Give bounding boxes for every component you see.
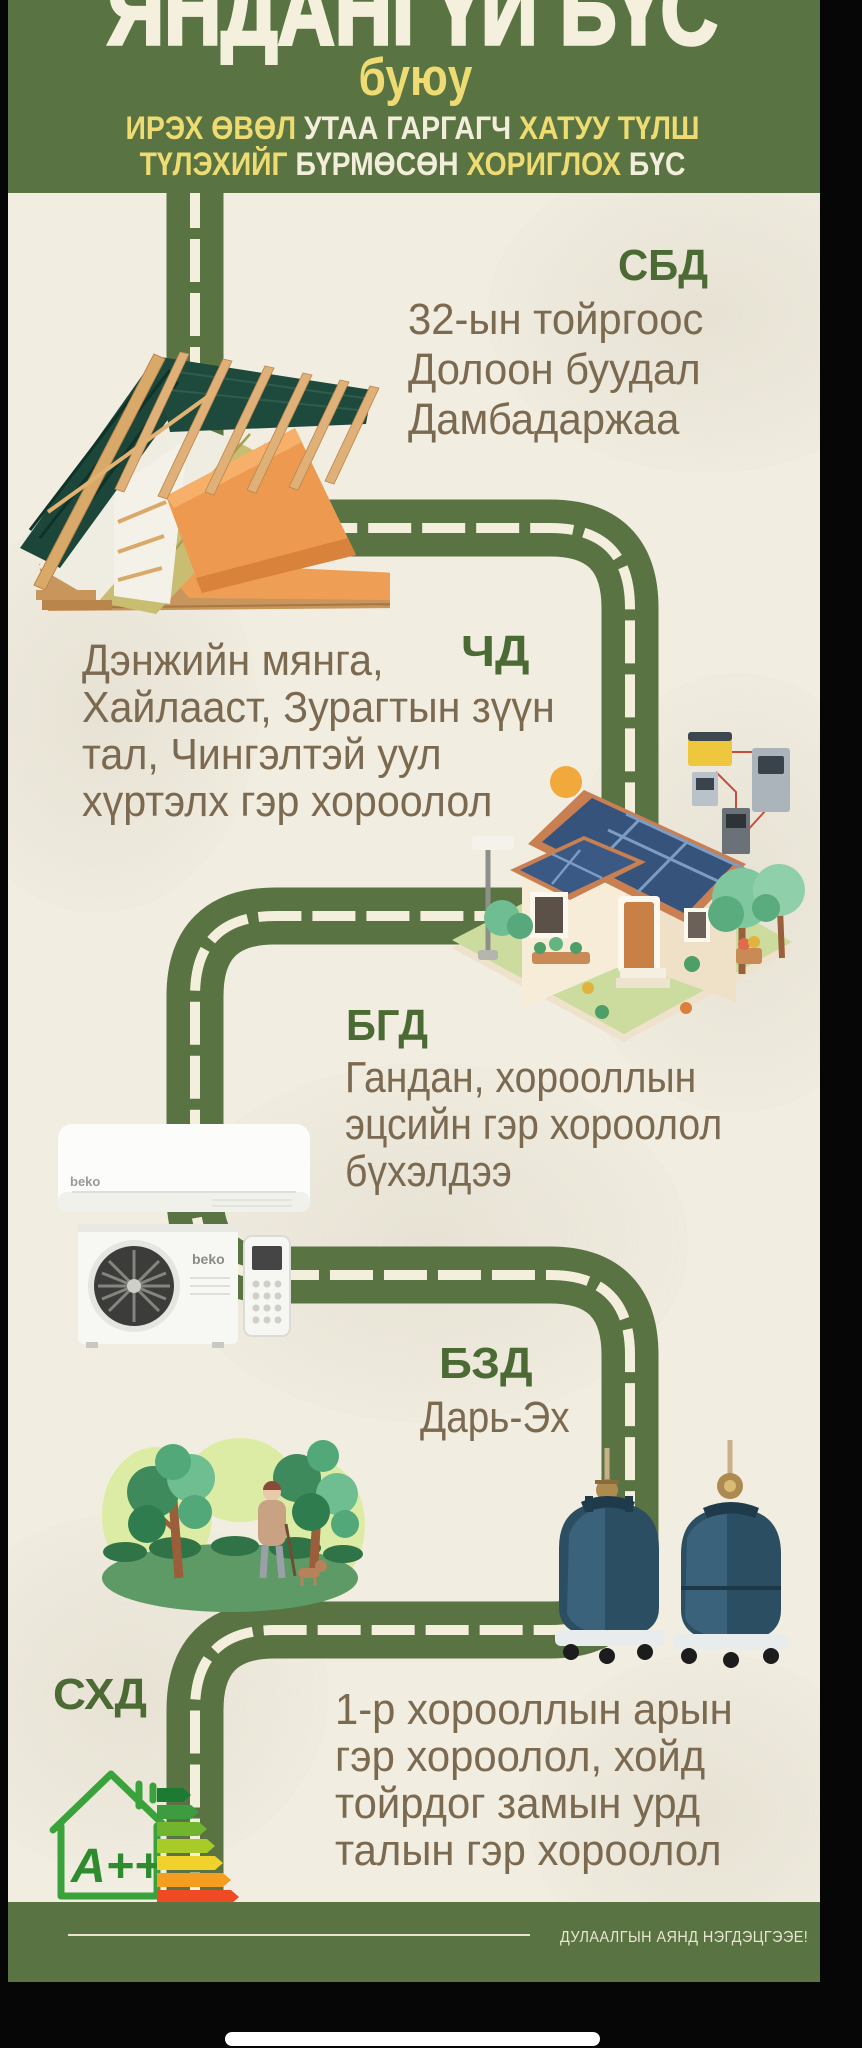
svg-text:beko: beko	[192, 1251, 225, 1267]
svg-text:beko: beko	[70, 1174, 100, 1189]
svg-text:A++: A++	[70, 1840, 162, 1893]
